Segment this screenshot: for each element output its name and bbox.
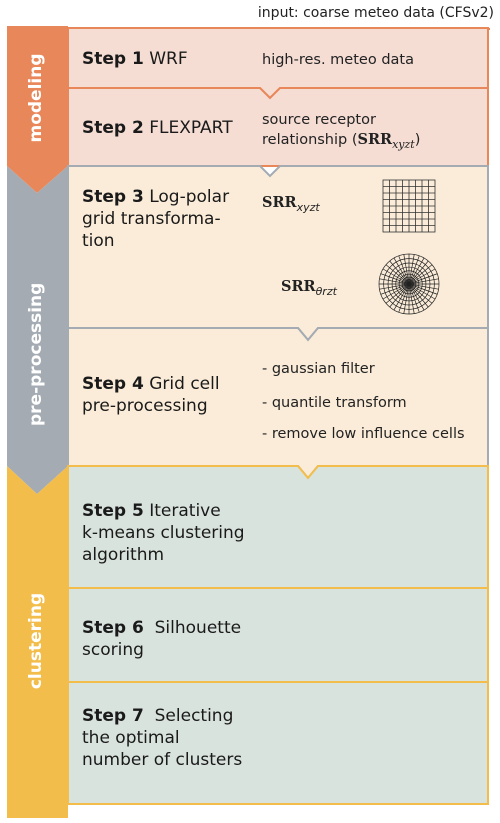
polar-spoke (403, 283, 410, 314)
step5-title: Step 5 Iterative k-means clustering algo… (82, 501, 245, 565)
srr-theta-label: SRRθrzt (281, 278, 337, 298)
polar-spoke (385, 264, 410, 285)
input-label: input: coarse meteo data (CFSv2) (257, 5, 494, 21)
polar-spoke (379, 283, 410, 290)
polar-grid-icon (378, 253, 440, 315)
bullet-quantile-transform: - quantile transform (262, 395, 407, 411)
polar-spoke (408, 283, 438, 295)
phase-label-modeling: modeling (26, 53, 46, 143)
polar-spoke (385, 283, 410, 304)
polar-spoke (382, 268, 410, 285)
bullet-remove-low-influence: - remove low influence cells (262, 426, 465, 442)
polar-spoke (408, 283, 429, 308)
polar-spoke (408, 255, 420, 285)
srr-xyzt-label: SRRxyzt (262, 194, 320, 214)
polar-spoke (408, 264, 433, 285)
step1-title: Step 1 WRF (82, 49, 188, 69)
step3-title: Step 3 Log-polar grid transforma- tion (82, 187, 230, 251)
polar-spoke (389, 283, 410, 308)
polar-spoke (408, 254, 415, 285)
step6-title: Step 6 Silhouette scoring (82, 618, 242, 660)
polar-spoke (403, 254, 410, 285)
phase-label-preprocessing: pre-processing (26, 282, 46, 426)
cartesian-grid-icon (382, 179, 436, 233)
step2-title: Step 2 FLEXPART (82, 118, 233, 138)
polar-spoke (389, 260, 410, 285)
polar-spoke (408, 268, 436, 285)
polar-spoke (382, 283, 410, 300)
polar-spoke (380, 273, 410, 285)
phase-label-clustering: clustering (26, 592, 46, 690)
clustering-arrow-shape (7, 466, 68, 818)
polar-spoke (408, 283, 433, 304)
bullet-gaussian-filter: - gaussian filter (262, 361, 375, 377)
polar-spoke (393, 283, 410, 311)
step4-title: Step 4 Grid cell pre-processing (82, 374, 220, 416)
polar-spoke (408, 283, 420, 313)
polar-spoke (408, 283, 425, 311)
step7-box (67, 681, 489, 805)
polar-spoke (380, 283, 410, 295)
step1-note: high-res. meteo data (262, 52, 414, 68)
polar-spoke (408, 278, 439, 285)
polar-spoke (379, 278, 410, 285)
polar-spoke (408, 257, 425, 285)
polar-spoke (408, 260, 429, 285)
polar-spoke (393, 257, 410, 285)
step7-title: Step 7 Selecting the optimal number of c… (82, 706, 243, 770)
step2-note: source receptor relationship (SRRxyzt) (262, 112, 421, 151)
polar-spoke (408, 283, 415, 314)
polar-spoke (398, 283, 410, 313)
preprocessing-arrow-shape (7, 166, 68, 494)
modeling-arrow-shape (7, 26, 68, 193)
polar-spoke (408, 273, 438, 285)
polar-spoke (408, 283, 439, 290)
polar-spoke (398, 255, 410, 285)
polar-spoke (408, 283, 436, 300)
